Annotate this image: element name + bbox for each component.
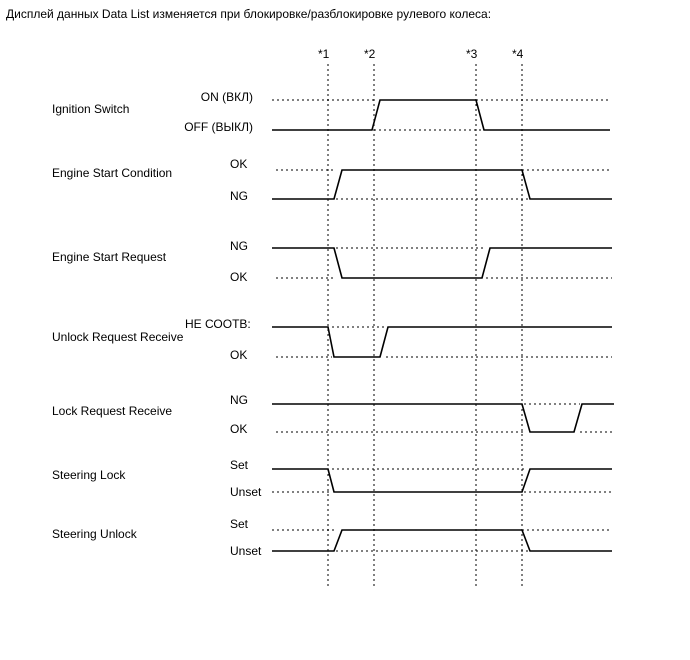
signal-name: Ignition Switch (52, 102, 129, 116)
signal-engine-start-condition: Engine Start Condition OK NG (52, 157, 612, 203)
marker-label-3: *3 (466, 47, 478, 61)
signal-engine-start-request: Engine Start Request NG OK (52, 239, 612, 284)
signal-name: Engine Start Request (52, 250, 167, 264)
signal-steering-lock: Steering Lock Set Unset (52, 458, 612, 499)
low-state-label: Unset (230, 544, 262, 558)
high-state-label: NG (230, 239, 248, 253)
high-state-label: НЕ СООТВ: (185, 317, 251, 331)
signal-waveform (272, 326, 612, 358)
low-state-label: NG (230, 189, 248, 203)
low-state-label: OK (230, 422, 247, 436)
low-state-label: OK (230, 348, 247, 362)
signal-waveform (272, 99, 610, 131)
marker-label-4: *4 (512, 47, 524, 61)
marker-label-2: *2 (364, 47, 376, 61)
signal-ignition-switch: Ignition Switch ON (ВКЛ) OFF (ВЫКЛ) (52, 90, 610, 134)
signal-name: Unlock Request Receive (52, 330, 184, 344)
low-state-label: OFF (ВЫКЛ) (184, 120, 253, 134)
high-state-label: Set (230, 517, 249, 531)
signal-waveform (272, 169, 612, 200)
signal-waveform (272, 403, 614, 433)
high-state-label: NG (230, 393, 248, 407)
signal-waveform (272, 529, 612, 552)
signal-name: Engine Start Condition (52, 166, 172, 180)
high-state-label: Set (230, 458, 249, 472)
signal-lock-request-receive: Lock Request Receive NG OK (52, 393, 614, 436)
signal-name: Steering Unlock (52, 527, 138, 541)
signal-unlock-request-receive: Unlock Request Receive НЕ СООТВ: OK (52, 317, 612, 362)
signal-steering-unlock: Steering Unlock Set Unset (52, 517, 612, 558)
marker-label-1: *1 (318, 47, 330, 61)
signal-waveform (272, 247, 612, 279)
high-state-label: ON (ВКЛ) (201, 90, 253, 104)
diagram-title: Дисплей данных Data List изменяется при … (6, 7, 491, 21)
low-state-label: Unset (230, 485, 262, 499)
signal-name: Lock Request Receive (52, 404, 172, 418)
signal-name: Steering Lock (52, 468, 126, 482)
high-state-label: OK (230, 157, 247, 171)
low-state-label: OK (230, 270, 247, 284)
signal-waveform (272, 468, 612, 493)
